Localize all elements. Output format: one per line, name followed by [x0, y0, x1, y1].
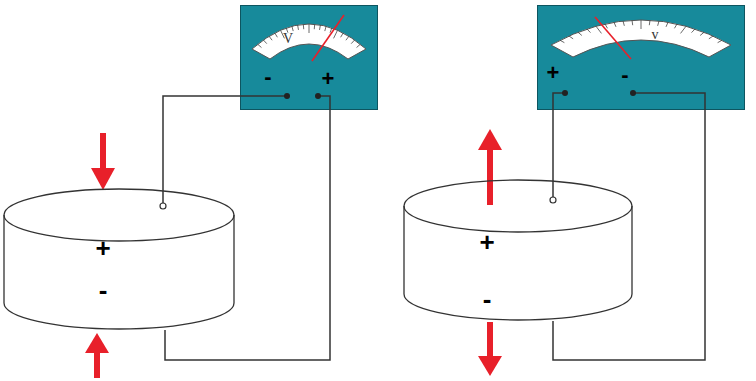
- piezo-disk: +-: [402, 178, 634, 324]
- polarity-sign: -: [99, 277, 108, 303]
- force-arrow: [478, 356, 502, 376]
- terminal-sign: -: [621, 64, 628, 86]
- force-arrow: [487, 148, 493, 205]
- voltmeter-body: [537, 5, 745, 110]
- voltmeter: v + -: [537, 5, 745, 110]
- terminal-sign: -: [264, 66, 271, 88]
- meter-unit: v: [652, 28, 659, 42]
- piezo-disk-outline: [2, 186, 236, 334]
- force-arrow: [91, 168, 115, 190]
- piezo-disk-outline: [402, 178, 634, 324]
- force-arrow: [94, 352, 100, 378]
- terminal-sign: +: [322, 68, 335, 90]
- wire: [163, 96, 240, 206]
- voltmeter-body: [240, 5, 378, 110]
- force-arrow: [85, 333, 109, 353]
- force-arrow: [478, 129, 502, 150]
- force-arrow: [487, 322, 493, 358]
- piezo-disk: +-: [2, 186, 236, 334]
- wire: [552, 110, 554, 200]
- polarity-sign: -: [483, 286, 492, 312]
- voltmeter: V - +: [240, 5, 378, 110]
- force-arrow: [100, 133, 106, 169]
- terminal-sign: +: [547, 62, 560, 84]
- meter-unit: V: [283, 32, 293, 46]
- polarity-sign: +: [479, 229, 494, 255]
- polarity-sign: +: [95, 235, 110, 261]
- wire: [553, 110, 705, 360]
